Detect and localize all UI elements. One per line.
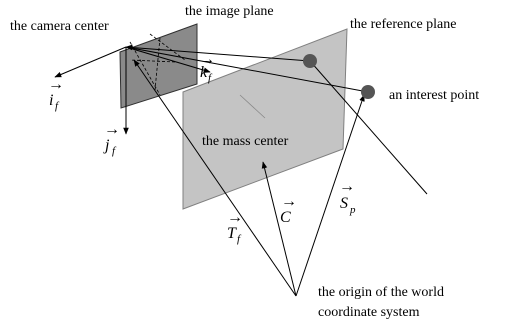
interest-point-label: an interest point [389,88,479,103]
svg-text:p: p [349,204,356,216]
mass-center-label: the mass center [202,134,289,149]
mass-center-guide-line [239,94,266,119]
T-vector-label: → T f [227,209,243,245]
origin-label-line2: coordinate system [318,305,420,320]
svg-text:C: C [280,209,291,226]
image-plane-label: the image plane [185,4,274,19]
image-plane-dashed-4 [154,37,161,91]
svg-text:f: f [55,100,60,112]
svg-text:→: → [199,51,215,68]
svg-text:f: f [208,72,213,84]
image-plane-dashed-1 [129,41,161,96]
svg-text:j: j [103,137,110,154]
svg-text:T: T [227,225,237,242]
svg-text:k: k [200,64,208,81]
k-axis-arrow [125,46,211,73]
j-vector-label: → j f [103,121,120,157]
T-vector-arrow [133,59,297,297]
svg-text:S: S [340,195,348,212]
reference-plane-label: the reference plane [350,17,456,32]
svg-text:f: f [237,233,242,245]
svg-text:→: → [104,121,120,138]
image-plane-dashed-2 [149,33,186,61]
origin-label-line1: the origin of the world [318,285,444,300]
i-axis-arrow [54,46,127,78]
svg-text:→: → [339,178,355,195]
svg-text:→: → [48,76,64,93]
svg-text:f: f [112,145,117,157]
camera-ray-to-reference-point [125,44,311,62]
C-vector-arrow [261,161,297,297]
svg-text:i: i [49,92,53,109]
image-plane [119,23,198,109]
svg-text:→: → [281,193,297,210]
S-vector-label: → S p [339,178,356,216]
camera-ray-to-interest-point [125,46,369,93]
C-vector-label: → C [280,193,297,226]
reference-plane [182,28,348,210]
svg-text:→: → [227,209,243,226]
camera-center-label: the camera center [10,19,109,34]
S-vector-arrow [295,94,365,297]
interest-point [361,85,375,99]
interest-point-extension-line [309,60,428,195]
k-vector-label: → k f [199,51,215,84]
reference-plane-point [303,54,317,68]
i-vector-label: → i f [48,76,64,112]
